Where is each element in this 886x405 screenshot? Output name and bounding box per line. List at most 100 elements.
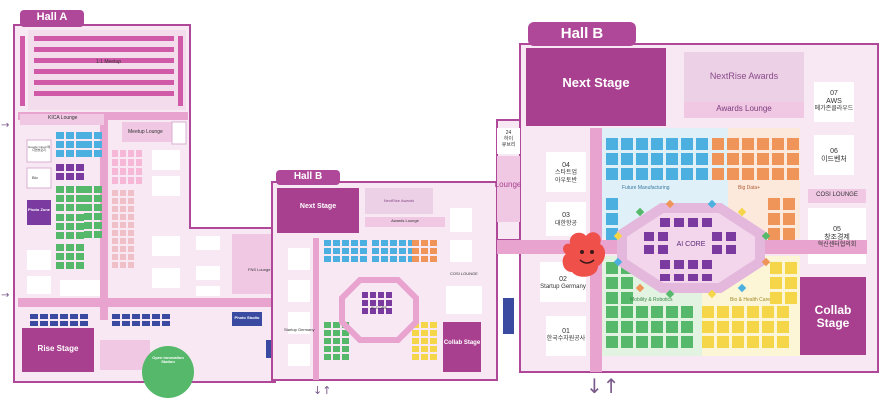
ccei-label: 창조경제 bbox=[824, 234, 850, 241]
booth bbox=[747, 306, 759, 318]
meetup-row bbox=[34, 69, 174, 74]
booth bbox=[777, 321, 789, 333]
booth bbox=[333, 330, 340, 336]
booth bbox=[372, 256, 379, 262]
booth bbox=[727, 168, 739, 180]
aicore-label: AI CORE bbox=[676, 241, 706, 248]
aicore-booth bbox=[660, 274, 670, 281]
fns-lounge bbox=[232, 234, 272, 294]
booth bbox=[76, 232, 84, 239]
booth bbox=[76, 204, 84, 211]
booth bbox=[56, 132, 64, 139]
hall-b-big-tab bbox=[528, 22, 636, 46]
booth bbox=[342, 354, 349, 360]
aicore-booth bbox=[674, 218, 684, 227]
booth-24-label: 하이 bbox=[503, 136, 514, 142]
open-innovation bbox=[142, 346, 194, 398]
aicore-small bbox=[339, 277, 419, 343]
booth-04-label: 스타트업 bbox=[554, 170, 578, 176]
booth bbox=[768, 198, 780, 210]
booth bbox=[56, 186, 64, 193]
booth bbox=[66, 195, 74, 202]
booth bbox=[621, 321, 633, 333]
zone-bio-label: Bio & Health Care bbox=[730, 297, 771, 303]
booth bbox=[702, 321, 714, 333]
aicore-small-label: AI CORE bbox=[370, 305, 388, 310]
booth bbox=[412, 354, 419, 360]
corridor-a-vert bbox=[100, 120, 108, 320]
booth bbox=[621, 292, 633, 304]
booth bbox=[408, 256, 415, 262]
booth-white bbox=[27, 250, 51, 270]
booth bbox=[120, 190, 126, 196]
booth bbox=[324, 322, 331, 328]
booth bbox=[94, 231, 102, 238]
booth bbox=[152, 321, 160, 326]
booth bbox=[120, 198, 126, 204]
booth bbox=[362, 308, 368, 314]
booth bbox=[112, 246, 118, 252]
booth bbox=[66, 223, 74, 230]
booth bbox=[66, 214, 74, 221]
booth-white bbox=[446, 286, 482, 314]
booth bbox=[162, 314, 170, 319]
aws-number: 07 bbox=[830, 90, 838, 97]
booth-04 bbox=[546, 152, 586, 192]
awards-lounge-big bbox=[684, 102, 804, 118]
booth-white bbox=[288, 248, 310, 270]
booth bbox=[360, 256, 367, 262]
hall-b-small-tab-label: Hall B bbox=[293, 171, 323, 182]
ring-diamond bbox=[737, 283, 747, 293]
aicore-booth bbox=[688, 260, 698, 269]
booth bbox=[757, 168, 769, 180]
booth bbox=[70, 321, 78, 326]
aicore-booth bbox=[674, 274, 684, 281]
booth bbox=[30, 321, 38, 326]
booth bbox=[702, 306, 714, 318]
booth bbox=[430, 330, 437, 336]
booth bbox=[606, 262, 618, 274]
booth bbox=[636, 153, 648, 165]
booth bbox=[94, 213, 102, 220]
booth bbox=[66, 232, 74, 239]
startup-germany-small-label: Startup Germany bbox=[284, 327, 315, 332]
rise-stage bbox=[22, 328, 94, 372]
meetup-row bbox=[34, 58, 174, 63]
booth bbox=[390, 240, 397, 246]
booth bbox=[84, 213, 92, 220]
booth bbox=[362, 300, 368, 306]
booth-03-label: 대한항공 bbox=[554, 221, 578, 227]
booth bbox=[112, 321, 120, 326]
booth bbox=[651, 336, 663, 348]
booth bbox=[636, 321, 648, 333]
next-stage-big bbox=[526, 48, 666, 126]
booth bbox=[681, 153, 693, 165]
zone-mobility-label: Mobility & Robotics bbox=[630, 297, 673, 303]
aws-sub-label: 메가존클라우드 bbox=[814, 106, 854, 112]
booth bbox=[56, 195, 64, 202]
booth bbox=[324, 256, 331, 262]
hall-b-big-tab-label: Hall B bbox=[560, 25, 604, 42]
booth bbox=[112, 159, 118, 166]
booth bbox=[84, 204, 92, 211]
open-innovation-label: Open Innovation Station bbox=[152, 355, 184, 365]
booth bbox=[76, 195, 84, 202]
booth bbox=[768, 228, 780, 240]
booth bbox=[412, 240, 419, 246]
booth bbox=[66, 150, 74, 157]
booth bbox=[421, 338, 428, 344]
ring-diamond bbox=[707, 289, 717, 299]
booth-white bbox=[60, 280, 100, 296]
booth bbox=[66, 186, 74, 193]
zone-bigdata-label: Big Data+ bbox=[738, 185, 761, 191]
booth bbox=[128, 222, 134, 228]
side-lounge-label: Lounge bbox=[494, 180, 522, 189]
booth bbox=[94, 186, 102, 193]
exit-arrow-small: ↓↑ bbox=[313, 384, 332, 397]
collab-small-label: Collab Stage bbox=[443, 340, 481, 346]
fns-lounge-label: FNS Lounge bbox=[248, 267, 271, 272]
booth bbox=[785, 262, 797, 274]
booth bbox=[333, 322, 340, 328]
booth bbox=[351, 248, 358, 254]
booth bbox=[787, 138, 799, 150]
